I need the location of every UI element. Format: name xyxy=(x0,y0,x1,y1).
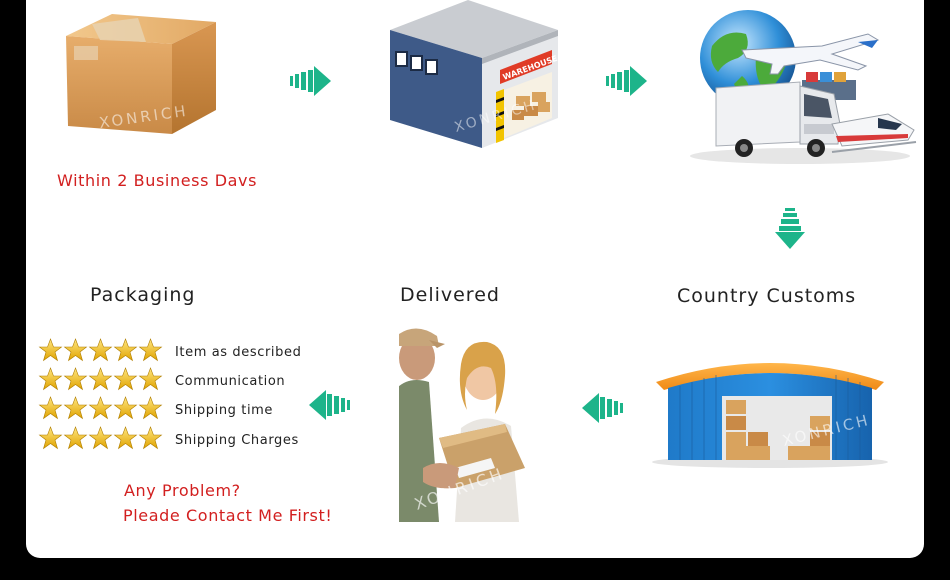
star-icon xyxy=(88,396,113,424)
delivery-photo: XONRICH xyxy=(399,318,525,522)
star-icon xyxy=(88,426,113,454)
star-icon xyxy=(113,367,138,395)
delivered-title: Delivered xyxy=(400,284,500,306)
star-icon xyxy=(113,426,138,454)
customs-warehouse-icon: XONRICH xyxy=(652,363,888,468)
country-customs-title: Country Customs xyxy=(677,285,857,307)
arrow-left-icon xyxy=(309,390,350,420)
star-rating xyxy=(38,367,163,395)
processing-time-caption: Within 2 Business Davs xyxy=(57,171,258,190)
star-rating xyxy=(38,396,163,424)
star-rating xyxy=(38,338,163,366)
rating-label: Shipping time xyxy=(175,402,274,418)
star-icon xyxy=(138,367,163,395)
star-icon xyxy=(88,367,113,395)
rating-row: Item as described xyxy=(38,338,302,366)
star-icon xyxy=(63,396,88,424)
star-icon xyxy=(138,396,163,424)
star-icon xyxy=(38,338,63,366)
star-icon xyxy=(63,367,88,395)
star-icon xyxy=(138,338,163,366)
rating-label: Shipping Charges xyxy=(175,432,299,448)
star-icon xyxy=(38,426,63,454)
arrow-right-icon xyxy=(290,66,331,96)
star-icon xyxy=(38,396,63,424)
rating-row: Shipping time xyxy=(38,396,274,424)
contact-line-2: Pleade Contact Me First! xyxy=(123,506,333,525)
star-rating xyxy=(38,426,163,454)
arrow-right-icon xyxy=(606,66,647,96)
arrow-down-icon xyxy=(775,208,805,249)
rating-row: Communication xyxy=(38,367,286,395)
star-icon xyxy=(88,338,113,366)
cardboard-box-icon: XONRICH xyxy=(66,14,216,134)
star-icon xyxy=(113,396,138,424)
arrow-left-icon xyxy=(582,393,623,423)
warehouse-icon: WAREHOUSE XONRICH xyxy=(390,0,559,148)
packaging-title: Packaging xyxy=(90,284,196,306)
star-icon xyxy=(38,367,63,395)
shipping-process-card: XONRICH Within 2 Business Davs WAREHOUSE… xyxy=(26,0,924,558)
rating-label: Communication xyxy=(175,373,286,389)
rating-row: Shipping Charges xyxy=(38,426,299,454)
star-icon xyxy=(138,426,163,454)
contact-line-1: Any Problem? xyxy=(124,481,241,500)
global-transport-icon xyxy=(690,10,917,164)
star-icon xyxy=(63,426,88,454)
star-icon xyxy=(63,338,88,366)
rating-label: Item as described xyxy=(175,344,302,360)
star-icon xyxy=(113,338,138,366)
